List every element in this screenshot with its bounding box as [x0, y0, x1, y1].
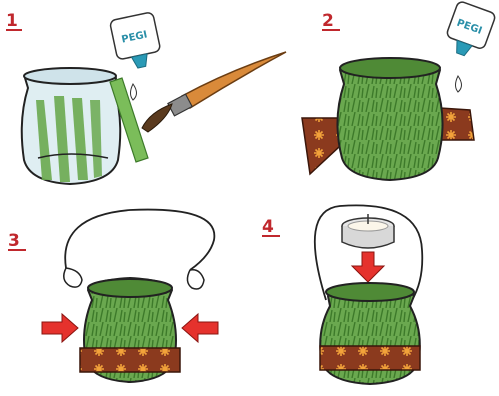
decorative-band-step4	[320, 346, 420, 370]
step-3-number: 3	[8, 231, 20, 251]
step-3-panel: 3	[8, 210, 218, 382]
glue-cap	[131, 54, 149, 69]
green-jar-step2	[337, 58, 442, 180]
glue-bottle-step1: PEGI	[109, 12, 163, 72]
step-1-panel: 1 PEGI	[6, 11, 286, 184]
glue-drop	[131, 84, 137, 100]
green-jar-step4	[320, 283, 420, 384]
tealight-candle	[342, 214, 394, 248]
brush-handle	[182, 52, 286, 108]
green-jar-step3	[80, 278, 180, 382]
step-1-number: 1	[6, 11, 18, 31]
paintbrush	[142, 52, 286, 132]
arrow-down-icon	[352, 252, 384, 282]
decorative-band-step3	[80, 348, 180, 372]
wire-handle-step3	[65, 210, 214, 270]
decorative-band-left	[302, 118, 340, 174]
step-2-number: 2	[322, 11, 334, 31]
step-2-panel: 2 PEGI	[302, 0, 496, 180]
step-4-panel: 4	[262, 205, 422, 384]
step-4-number: 4	[262, 217, 274, 237]
brush-bristles	[142, 104, 172, 132]
arrow-left-icon	[182, 314, 218, 342]
glue-bottle-step2: PEGI	[442, 0, 497, 61]
decorative-band-right	[440, 108, 474, 140]
arrow-right-icon	[42, 314, 78, 342]
glass-jar-step1	[22, 68, 121, 184]
glue-drop-2	[456, 76, 462, 92]
